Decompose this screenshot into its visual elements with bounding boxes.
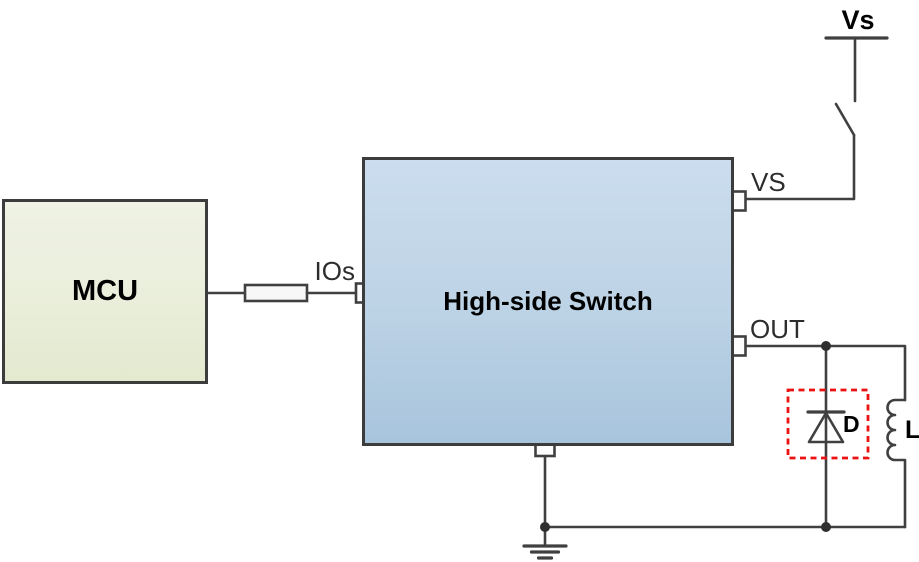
switch-blade-icon bbox=[834, 102, 856, 137]
diode-label: D bbox=[843, 411, 860, 437]
out-wire bbox=[745, 344, 907, 402]
ground-icon bbox=[522, 544, 568, 560]
junction-dot-diode bbox=[821, 522, 831, 532]
inductor-label: L bbox=[905, 416, 919, 444]
high-side-switch-label: High-side Switch bbox=[443, 286, 653, 316]
junction-dot-out bbox=[821, 341, 831, 351]
high-side-switch-block: High-side Switch bbox=[362, 157, 734, 446]
out-pin-label: OUT bbox=[750, 314, 805, 344]
supply-voltage-label: Vs bbox=[841, 5, 875, 35]
ios-pin-label: IOs bbox=[314, 256, 355, 286]
vs-wire bbox=[745, 133, 856, 201]
diode-icon bbox=[806, 410, 846, 444]
inductor-icon bbox=[886, 398, 907, 529]
mcu-label: MCU bbox=[71, 275, 139, 307]
resistor-icon bbox=[243, 283, 309, 303]
junction-dot-gnd bbox=[540, 522, 550, 532]
vs-pin-label: VS bbox=[751, 167, 786, 197]
mcu-block: MCU bbox=[2, 199, 208, 384]
